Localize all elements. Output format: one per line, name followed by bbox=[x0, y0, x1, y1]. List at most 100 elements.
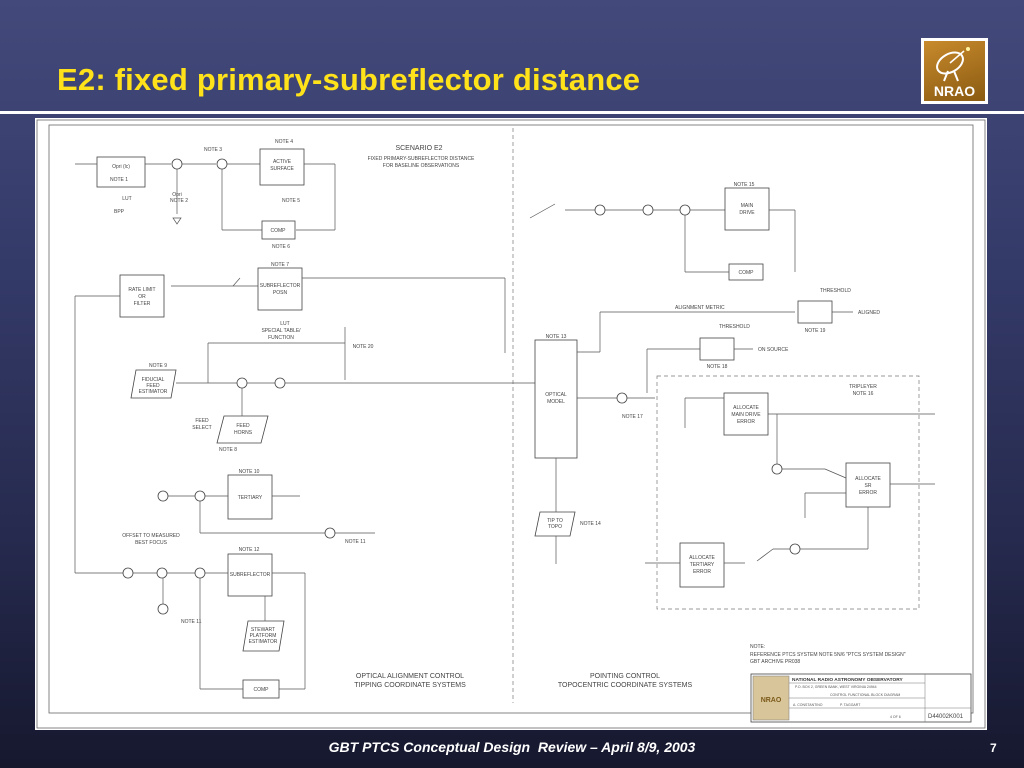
note-13: NOTE 13 bbox=[546, 334, 567, 340]
subreflector-posn-label-1: SUBREFLECTOR bbox=[260, 283, 301, 289]
title-block-drawing-number: D44002K001 bbox=[928, 714, 964, 720]
note-11b: NOTE 11 bbox=[181, 619, 202, 625]
pointing-caption-1: POINTING CONTROL bbox=[590, 673, 660, 680]
rate-limit-block bbox=[119, 274, 165, 318]
threshold-label-b: THRESHOLD bbox=[719, 324, 750, 330]
fiducial-label-1: FIDUCIAL bbox=[142, 377, 165, 383]
note-7: NOTE 7 bbox=[271, 262, 289, 268]
alloc-sr-label-3: ERROR bbox=[859, 490, 877, 496]
optical-model-block bbox=[534, 339, 578, 459]
tip-to-topo-label-1: TIP TO bbox=[547, 518, 563, 524]
alloc-main-label-3: ERROR bbox=[737, 419, 755, 425]
note-1: NOTE 1 bbox=[110, 177, 128, 183]
optical-model-label-1: OPTICAL bbox=[545, 392, 567, 398]
note-5: NOTE 5 bbox=[282, 198, 300, 204]
feed-select-label-2: SELECT bbox=[192, 425, 211, 431]
active-surface-block bbox=[259, 148, 305, 186]
fiducial-label-2: FEED bbox=[146, 383, 160, 389]
nrao-logo-text: NRAO bbox=[933, 83, 976, 99]
tripleyer-region bbox=[656, 375, 920, 610]
special-table-label-1: SPECIAL TABLE/ bbox=[261, 328, 301, 334]
tip-to-topo-block bbox=[534, 511, 576, 537]
note-11a: NOTE 11 bbox=[345, 539, 366, 545]
block-diagram: SCENARIO E2 FIXED PRIMARY-SUBREFLECTOR D… bbox=[36, 119, 986, 729]
note-15: NOTE 15 bbox=[734, 182, 755, 188]
title-block-address: P.O. BOX 2, GREEN BANK, WEST VIRGINIA 24… bbox=[795, 685, 877, 689]
rate-limit-label-1: RATE LIMIT bbox=[128, 287, 155, 293]
rate-limit-label-2: OR bbox=[138, 294, 146, 300]
alloc-sr-label-2: SR bbox=[865, 483, 872, 489]
title-block-description: CONTROL FUNCTIONAL BLOCK DIAGRAM bbox=[830, 693, 900, 697]
comp-label-upper: COMP bbox=[271, 228, 287, 234]
allocate-main-drive-block bbox=[723, 392, 769, 436]
note-3: NOTE 3 bbox=[204, 147, 222, 153]
title-block-sheet: 4 OF 6 bbox=[890, 715, 901, 719]
aligned-label: ALIGNED bbox=[858, 310, 880, 316]
nrao-logo-background bbox=[924, 41, 985, 101]
note-9: NOTE 9 bbox=[149, 363, 167, 369]
title-block-org: NATIONAL RADIO ASTRONOMY OBSERVATORY bbox=[792, 677, 903, 683]
pointing-caption-2: TOPOCENTRIC COORDINATE SYSTEMS bbox=[558, 682, 693, 689]
reference-note-3: GBT ARCHIVE PR038 bbox=[750, 659, 800, 665]
main-drive-label-1: MAIN bbox=[741, 203, 754, 209]
offset-label-2: BEST FOCUS bbox=[135, 540, 168, 546]
tertiary-block bbox=[227, 474, 273, 520]
note-4: NOTE 4 bbox=[275, 139, 293, 145]
reference-note-2: REFERENCE PTCS SYSTEM NOTE 5N/6 "PTCS SY… bbox=[750, 652, 906, 658]
on-source-label: ON SOURCE bbox=[758, 347, 789, 353]
alloc-tert-label-3: ERROR bbox=[693, 569, 711, 575]
tertiary-label: TERTIARY bbox=[238, 495, 263, 501]
lut-block-label: Opri (lc) bbox=[112, 164, 130, 170]
alloc-tert-label-1: ALLOCATE bbox=[689, 555, 715, 561]
subreflector-posn-block bbox=[257, 267, 303, 311]
note-16: NOTE 16 bbox=[853, 391, 874, 397]
bpp-label: BPP bbox=[114, 209, 125, 215]
scenario-subtitle-2: FOR BASELINE OBSERVATIONS bbox=[383, 163, 460, 169]
note-6: NOTE 6 bbox=[272, 244, 290, 250]
subreflector-posn-label-2: POSN bbox=[273, 290, 288, 296]
note-10: NOTE 10 bbox=[239, 469, 260, 475]
lut-label-2: LUT bbox=[280, 321, 289, 327]
comp-label-right: COMP bbox=[739, 270, 755, 276]
radio-dish-icon bbox=[936, 47, 970, 82]
summing-junction bbox=[171, 158, 183, 170]
main-drive-block bbox=[724, 187, 770, 231]
alloc-main-label-1: ALLOCATE bbox=[733, 405, 759, 411]
title-block-logo-text: NRAO bbox=[761, 697, 782, 704]
alloc-sr-label-1: ALLOCATE bbox=[855, 476, 881, 482]
stewart-label-1: STEWART bbox=[251, 627, 275, 633]
slide-footer: GBT PTCS Conceptual Design Review – Apri… bbox=[328, 739, 696, 755]
scenario-title: SCENARIO E2 bbox=[395, 145, 442, 152]
note-8: NOTE 8 bbox=[219, 447, 237, 453]
optical-caption-1: OPTICAL ALIGNMENT CONTROL bbox=[356, 673, 464, 680]
threshold-label-a: THRESHOLD bbox=[820, 288, 851, 294]
threshold-block-on-source bbox=[699, 337, 735, 361]
tripleyer-label: TRIPLEYER bbox=[849, 384, 877, 390]
rate-limit-label-3: FILTER bbox=[134, 301, 151, 307]
title-divider bbox=[0, 111, 1024, 114]
summing-junction bbox=[216, 158, 228, 170]
allocate-tertiary-error-block bbox=[679, 542, 725, 588]
title-block-checked-by: P. TAGGART bbox=[840, 703, 861, 707]
alignment-metric-label: ALIGNMENT METRIC bbox=[675, 305, 725, 311]
active-surface-label-1: ACTIVE bbox=[273, 159, 292, 165]
subreflector-block bbox=[227, 553, 273, 597]
alloc-tert-label-2: TERTIARY bbox=[690, 562, 715, 568]
feed-horns-label-1: FEED bbox=[236, 423, 250, 429]
note-20: NOTE 20 bbox=[353, 344, 374, 350]
main-drive-label-2: DRIVE bbox=[739, 210, 755, 216]
note-14: NOTE 14 bbox=[580, 521, 601, 527]
note-18: NOTE 18 bbox=[707, 364, 728, 370]
threshold-block-aligned bbox=[797, 300, 833, 324]
note-17: NOTE 17 bbox=[622, 414, 643, 420]
special-table-label-2: FUNCTION bbox=[268, 335, 294, 341]
allocate-sr-error-block bbox=[845, 462, 891, 508]
lut-block bbox=[96, 156, 146, 188]
title-block-logo bbox=[752, 675, 790, 721]
note-19: NOTE 19 bbox=[805, 328, 826, 334]
feed-horns-block bbox=[216, 415, 269, 444]
scenario-subtitle-1: FIXED PRIMARY-SUBREFLECTOR DISTANCE bbox=[368, 156, 475, 162]
stewart-platform-estimator-block bbox=[242, 620, 285, 652]
reference-note-1: NOTE: bbox=[750, 644, 765, 650]
comp-label-lower: COMP bbox=[254, 687, 270, 693]
